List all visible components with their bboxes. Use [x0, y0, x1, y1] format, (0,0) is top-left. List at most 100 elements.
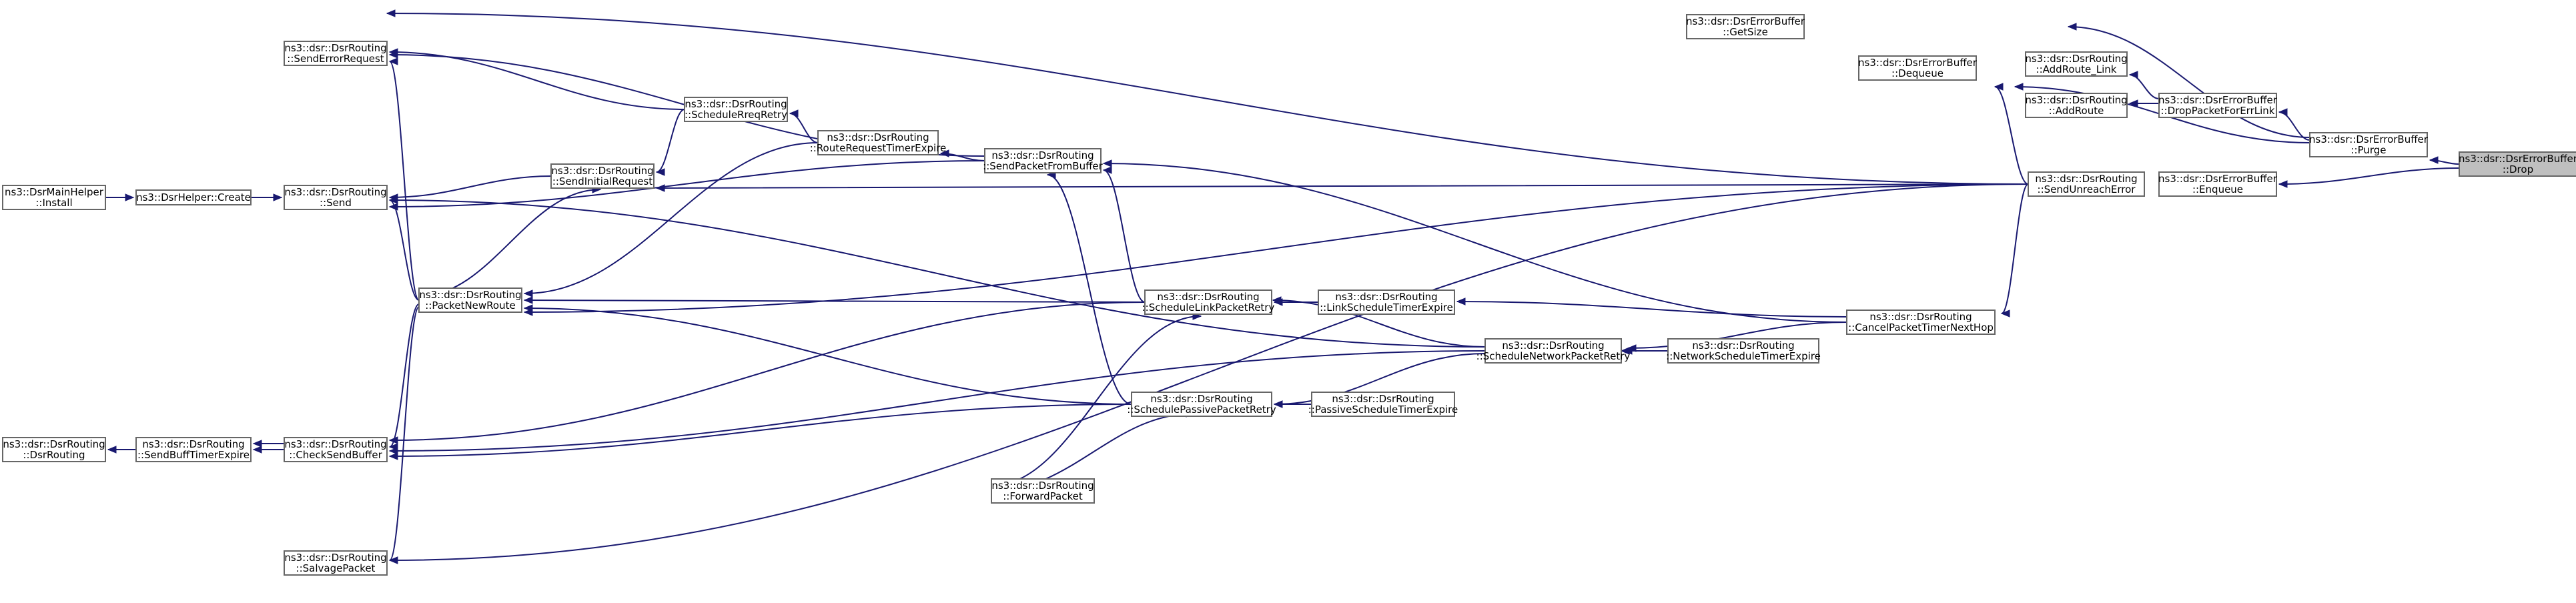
node-label: ::DropPacketForErrLink	[2161, 105, 2275, 117]
arrowhead-icon	[388, 57, 398, 65]
node-box	[135, 189, 252, 205]
arrowhead-icon	[2000, 310, 2010, 318]
node-box	[2, 185, 106, 210]
call-edges	[105, 9, 2460, 564]
node-label: ns3::dsr::DsrErrorBuffer	[2309, 133, 2429, 145]
node-label: ns3::dsr::DsrRouting	[551, 165, 653, 177]
node-box	[2309, 132, 2428, 157]
arrowhead-icon	[386, 9, 396, 17]
node-label: ns3::dsr::DsrRouting	[2025, 53, 2127, 65]
node-label: ::SendPacketFromBuffer	[983, 160, 1103, 172]
graph-node-schedulepassivepacketretry[interactable]: ns3::dsr::DsrRouting::SchedulePassivePac…	[1127, 392, 1276, 417]
graph-node-senderrorrequest[interactable]: ns3::dsr::DsrRouting::SendErrorRequest	[284, 41, 388, 66]
call-edge	[2129, 74, 2160, 99]
graph-node-schedulelinkpacketretry[interactable]: ns3::dsr::DsrRouting::ScheduleLinkPacket…	[1142, 289, 1275, 315]
arrowhead-icon	[2429, 156, 2439, 164]
node-box	[2025, 93, 2128, 118]
graph-node-drop[interactable]: ns3::dsr::DsrErrorBuffer::Drop	[2459, 151, 2576, 177]
graph-node-addroute[interactable]: ns3::dsr::DsrRouting::AddRoute	[2025, 93, 2128, 118]
node-box	[1318, 289, 1455, 315]
graph-node-cancelpackettimer[interactable]: ns3::dsr::DsrRouting::CancelPacketTimerN…	[1846, 310, 1996, 335]
call-edge	[389, 350, 1486, 452]
node-label: ::Install	[35, 197, 72, 209]
node-label: ns3::dsr::DsrRouting	[1692, 340, 1794, 352]
node-label: ns3::dsr::DsrRouting	[284, 42, 386, 54]
graph-node-sendbufftimer[interactable]: ns3::dsr::DsrRouting::SendBuffTimerExpir…	[135, 437, 252, 462]
node-box	[550, 163, 655, 189]
graph-node-networkscheduletimer[interactable]: ns3::dsr::DsrRouting::NetworkScheduleTim…	[1666, 338, 1821, 364]
node-box	[2459, 151, 2576, 177]
graph-node-routerequesttimer[interactable]: ns3::dsr::DsrRouting::RouteRequestTimerE…	[810, 130, 947, 155]
graph-node-send[interactable]: ns3::dsr::DsrRouting::Send	[284, 185, 388, 210]
node-label: ::SendUnreachError	[2038, 183, 2136, 195]
graph-node-dequeue[interactable]: ns3::dsr::DsrErrorBuffer::Dequeue	[1858, 55, 1978, 81]
arrowhead-icon	[2278, 108, 2288, 116]
node-label: ::AddRoute	[2049, 105, 2104, 117]
graph-node-sendinitialrequest[interactable]: ns3::dsr::DsrRouting::SendInitialRequest	[550, 163, 655, 189]
graph-node-linkscheduletimer[interactable]: ns3::dsr::DsrRouting::LinkScheduleTimerE…	[1318, 289, 1455, 315]
node-box	[135, 437, 252, 462]
node-box	[991, 478, 1095, 504]
call-edge	[524, 183, 2029, 313]
call-edge	[389, 183, 2029, 561]
graph-node-passivescheduletimer[interactable]: ns3::dsr::DsrRouting::PassiveScheduleTim…	[1308, 392, 1458, 417]
node-box	[284, 437, 388, 462]
node-label: ns3::dsr::DsrRouting	[1502, 340, 1604, 352]
graph-node-addroutelink[interactable]: ns3::dsr::DsrRouting::AddRoute_Link	[2025, 51, 2128, 77]
graph-node-enqueue[interactable]: ns3::dsr::DsrErrorBuffer::Enqueue	[2158, 171, 2278, 197]
graph-node-sendpacketfrombuffer[interactable]: ns3::dsr::DsrRouting::SendPacketFromBuff…	[983, 148, 1104, 173]
arrowhead-icon	[2128, 99, 2138, 107]
arrowhead-icon	[388, 203, 398, 211]
node-box	[1484, 338, 1622, 364]
arrowhead-icon	[252, 440, 262, 448]
node-label: ::NetworkScheduleTimerExpire	[1666, 350, 1821, 362]
node-label: ns3::dsr::DsrRouting	[284, 186, 386, 198]
arrowhead-icon	[1456, 297, 1466, 306]
arrowhead-icon	[2278, 180, 2288, 188]
call-edge	[1994, 86, 2029, 185]
call-edge	[524, 142, 819, 294]
node-label: ns3::dsr::DsrRouting	[3, 438, 105, 450]
node-label: ::Purge	[2350, 144, 2386, 156]
node-label: ::ForwardPacket	[1003, 490, 1083, 502]
call-edge	[2068, 26, 2310, 138]
graph-node-helpercreate[interactable]: ns3::DsrHelper::Create	[135, 189, 252, 205]
graph-node-schedulenetworkpacketretry[interactable]: ns3::dsr::DsrRouting::ScheduleNetworkPac…	[1476, 338, 1631, 364]
node-box	[284, 41, 388, 66]
graph-node-getsize[interactable]: ns3::dsr::DsrErrorBuffer::GetSize	[1686, 14, 1805, 39]
node-label: ns3::dsr::DsrRouting	[827, 131, 929, 143]
node-label: ::Send	[320, 197, 352, 209]
node-label: ::DsrRouting	[23, 449, 85, 461]
call-edge	[2001, 183, 2029, 314]
graph-node-sendunreacherror[interactable]: ns3::dsr::DsrRouting::SendUnreachError	[2028, 171, 2145, 197]
arrowhead-icon	[2128, 71, 2138, 79]
node-box	[284, 550, 388, 576]
node-label: ns3::dsr::DsrRouting	[1332, 393, 1434, 405]
node-box	[2028, 171, 2145, 197]
arrowhead-icon	[2067, 23, 2077, 31]
graph-node-schedulereqretry[interactable]: ns3::dsr::DsrRouting::ScheduleRreqRetry	[684, 97, 788, 122]
graph-node-mainhelper[interactable]: ns3::DsrMainHelper::Install	[2, 185, 106, 210]
call-edge	[1103, 163, 1847, 323]
arrowhead-icon	[388, 436, 398, 444]
node-label: ns3::dsr::DsrErrorBuffer	[1686, 15, 1805, 27]
node-label: ns3::dsr::DsrRouting	[142, 438, 244, 450]
call-edge	[389, 175, 552, 198]
arrowhead-icon	[388, 556, 398, 564]
node-label: ns3::dsr::DsrRouting	[284, 552, 386, 564]
graph-node-salvagepacket[interactable]: ns3::dsr::DsrRouting::SalvagePacket	[284, 550, 388, 576]
arrowhead-icon	[388, 447, 398, 455]
graph-node-forwardpacket[interactable]: ns3::dsr::DsrRouting::ForwardPacket	[991, 478, 1095, 504]
arrowhead-icon	[388, 452, 398, 460]
arrowhead-icon	[523, 308, 533, 316]
arrowhead-icon	[523, 296, 533, 304]
graph-node-packetnewroute[interactable]: ns3::dsr::DsrRouting::PacketNewRoute	[418, 287, 522, 313]
graph-node-droppacketforerrlink[interactable]: ns3::dsr::DsrErrorBuffer::DropPacketForE…	[2158, 93, 2278, 118]
node-label: ns3::dsr::DsrRouting	[1869, 311, 1972, 323]
call-edge	[1627, 322, 1847, 349]
node-box	[684, 97, 788, 122]
graph-node-dsrrouting[interactable]: ns3::dsr::DsrRouting::DsrRouting	[2, 437, 106, 462]
graph-node-purge[interactable]: ns3::dsr::DsrErrorBuffer::Purge	[2309, 132, 2429, 157]
graph-node-checksendbuffer[interactable]: ns3::dsr::DsrRouting::CheckSendBuffer	[284, 437, 388, 462]
node-label: ns3::dsr::DsrRouting	[1157, 291, 1259, 303]
